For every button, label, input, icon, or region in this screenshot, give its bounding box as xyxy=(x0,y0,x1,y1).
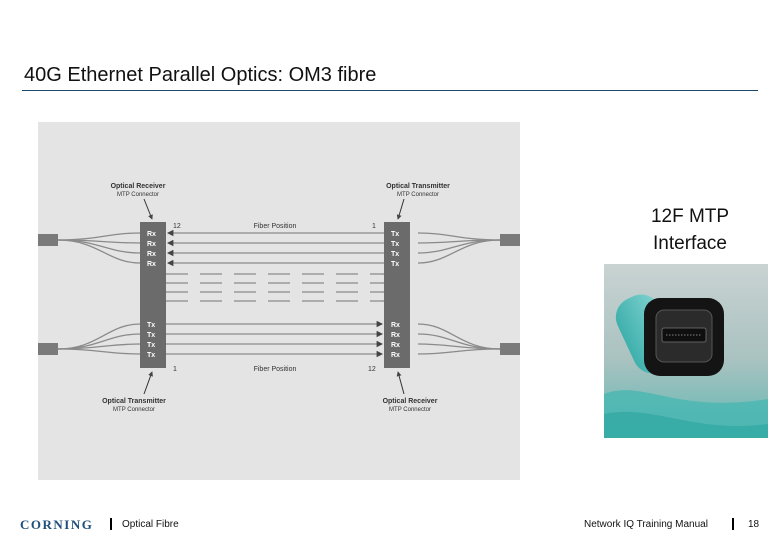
left-bottom-port-3: Tx xyxy=(147,342,155,349)
right-top-port-1: Tx xyxy=(391,231,399,238)
top-position-right: 1 xyxy=(372,223,376,230)
mtp-heading-line2: Interface xyxy=(653,233,727,254)
top-fiber-links xyxy=(166,229,384,267)
footer-separator-left xyxy=(110,518,112,530)
top-left-label: Optical Receiver xyxy=(111,183,166,190)
footer-section-label: Optical Fibre xyxy=(122,519,179,530)
parallel-optics-diagram: Rx Rx Rx Rx Tx Tx Tx Tx Tx Tx Tx Tx Rx R… xyxy=(38,122,520,480)
top-right-sublabel: MTP Connector xyxy=(397,192,439,198)
mtp-heading-line1: 12F MTP xyxy=(650,206,730,227)
bottom-position-label: Fiber Position xyxy=(254,366,297,373)
left-top-cable xyxy=(38,234,58,246)
bottom-position-right: 12 xyxy=(368,366,376,373)
page-number: 18 xyxy=(748,519,760,530)
top-position-left: 12 xyxy=(173,223,181,230)
left-top-port-1: Rx xyxy=(147,231,156,238)
right-top-port-2: Tx xyxy=(391,241,399,248)
bottom-right-label: Optical Receiver xyxy=(383,398,438,405)
mtp-connector-photo xyxy=(604,264,768,438)
left-bottom-port-4: Tx xyxy=(147,352,155,359)
right-mtp-connector xyxy=(384,222,410,368)
diagram-canvas: Rx Rx Rx Rx Tx Tx Tx Tx Tx Tx Tx Tx Rx R… xyxy=(38,183,520,413)
bottom-position-left: 1 xyxy=(173,366,177,373)
slide-title: 40G Ethernet Parallel Optics: OM3 fibre xyxy=(24,64,377,86)
right-bottom-port-4: Rx xyxy=(391,352,400,359)
right-bottom-port-2: Rx xyxy=(391,332,400,339)
unused-fibers xyxy=(166,273,384,302)
top-left-sublabel: MTP Connector xyxy=(117,192,159,198)
right-bottom-port-3: Rx xyxy=(391,342,400,349)
right-top-port-3: Tx xyxy=(391,251,399,258)
footer-separator-right xyxy=(732,518,734,530)
right-bottom-port-1: Rx xyxy=(391,322,400,329)
bottom-left-sublabel: MTP Connector xyxy=(113,407,155,413)
left-top-port-2: Rx xyxy=(147,241,156,248)
mtp-interface-heading: 12F MTP Interface xyxy=(610,203,770,257)
top-right-label: Optical Transmitter xyxy=(386,183,450,190)
left-mtp-connector xyxy=(140,222,166,368)
right-top-cable xyxy=(500,234,520,246)
left-top-port-3: Rx xyxy=(147,251,156,258)
fanout-fibers xyxy=(57,232,501,355)
mtp-photo-illustration xyxy=(604,264,768,438)
bottom-left-label: Optical Transmitter xyxy=(102,398,166,405)
title-divider xyxy=(22,90,758,91)
right-top-port-4: Tx xyxy=(391,261,399,268)
right-bottom-cable xyxy=(500,343,520,355)
left-bottom-port-1: Tx xyxy=(147,322,155,329)
corning-logo: CORNING xyxy=(20,517,94,532)
top-position-label: Fiber Position xyxy=(254,223,297,230)
left-bottom-port-2: Tx xyxy=(147,332,155,339)
footer-manual-title: Network IQ Training Manual xyxy=(584,519,708,530)
left-bottom-cable xyxy=(38,343,58,355)
left-top-port-4: Rx xyxy=(147,261,156,268)
bottom-fiber-links xyxy=(166,320,384,358)
bottom-right-sublabel: MTP Connector xyxy=(389,407,431,413)
label-pointers xyxy=(143,198,405,395)
